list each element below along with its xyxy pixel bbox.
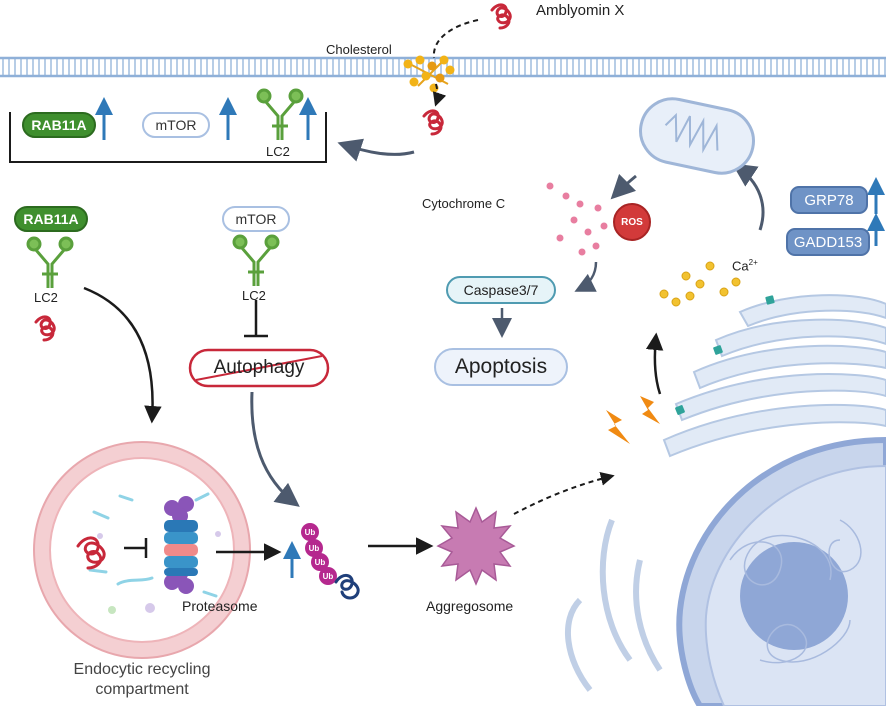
signal-arrow-to-bracket — [337, 138, 415, 162]
ros-icon — [613, 203, 651, 241]
amblyomin-label: Amblyomin X — [536, 2, 625, 19]
cholesterol-label: Cholesterol — [326, 42, 392, 57]
ub-label-1: Ub — [304, 527, 316, 537]
amblyomin-protein-icon-top — [490, 3, 512, 30]
arrow-cytochrome-to-caspase — [574, 261, 598, 292]
arrow-autophagy-to-ub — [250, 391, 300, 507]
rab11a-badge-left: RAB11A — [14, 206, 88, 232]
endocytic-compartment — [33, 441, 251, 659]
er-channels — [675, 295, 775, 415]
lc2-label-mid: LC2 — [242, 288, 266, 303]
proteasome-inhibition — [124, 538, 148, 558]
grp78-badge: GRP78 — [790, 186, 868, 214]
gadd153-badge: GADD153 — [786, 228, 870, 256]
ros-label: ROS — [621, 216, 643, 228]
ub-label-2: Ub — [308, 543, 320, 553]
mtor-badge-mid: mTOR — [222, 206, 290, 232]
autophagy-label: Autophagy — [213, 357, 305, 378]
ub-label-3: Ub — [314, 557, 326, 567]
arrow-lc2-to-compartment — [83, 286, 162, 424]
calcium-ions — [659, 261, 741, 307]
cholesterol-cluster — [403, 55, 455, 93]
cytochrome-c-label: Cytochrome C — [422, 196, 506, 211]
amblyomin-protein-icon-internalized — [422, 109, 444, 136]
er-lower-sheets — [565, 518, 663, 692]
calcium-symbol: Ca — [732, 258, 749, 274]
lc2-receptor-icon-left — [26, 236, 74, 288]
aggregosome-icon — [436, 506, 516, 586]
lc2-label-left: LC2 — [34, 290, 58, 305]
mtor-badge-top: mTOR — [142, 112, 210, 138]
arrow-er-to-calcium — [645, 332, 664, 395]
compartment-label-line1: Endocytic recycling — [73, 661, 211, 678]
apoptosis-badge: Apoptosis — [434, 348, 568, 386]
amblyomin-protein-icon-compartment — [76, 536, 106, 570]
arrow-aggregosome-to-er — [513, 471, 615, 515]
lc2-label-top: LC2 — [266, 144, 290, 159]
mitochondrion-icon — [639, 97, 755, 175]
nuclear-envelope — [676, 436, 886, 706]
endoplasmic-reticulum — [662, 294, 886, 458]
ub-label-4: Ub — [322, 571, 334, 581]
er-stress-lightning-icon — [606, 396, 660, 444]
rab11a-badge-top: RAB11A — [22, 112, 96, 138]
calcium-charge: 2+ — [748, 258, 758, 267]
amblyomin-protein-icon-left — [34, 315, 56, 342]
arrow-mitochondrion-to-ros — [610, 173, 637, 200]
proteasome-icon — [164, 496, 198, 594]
cytochrome-c-dots — [546, 182, 608, 256]
autophagy-pill — [188, 348, 330, 388]
ubiquitin-chain — [301, 523, 360, 600]
amblyomin-entry-arrow — [434, 19, 479, 104]
upregulation-bracket — [9, 112, 327, 163]
lc2-receptor-icon-mid — [232, 234, 280, 286]
proteasome-label: Proteasome — [182, 598, 258, 614]
up-arrow-icon — [95, 97, 885, 578]
nucleolus — [740, 542, 848, 650]
calcium-label: Ca2+ — [732, 258, 758, 273]
compartment-label-line2: compartment — [95, 681, 189, 698]
caspase-badge: Caspase3/7 — [446, 276, 556, 304]
autophagy-inhibition — [244, 300, 268, 338]
aggregosome-label: Aggregosome — [426, 598, 514, 614]
lc2-receptor-icon-top — [256, 88, 304, 140]
arrow-calcium-to-mitochondrion — [732, 163, 765, 231]
